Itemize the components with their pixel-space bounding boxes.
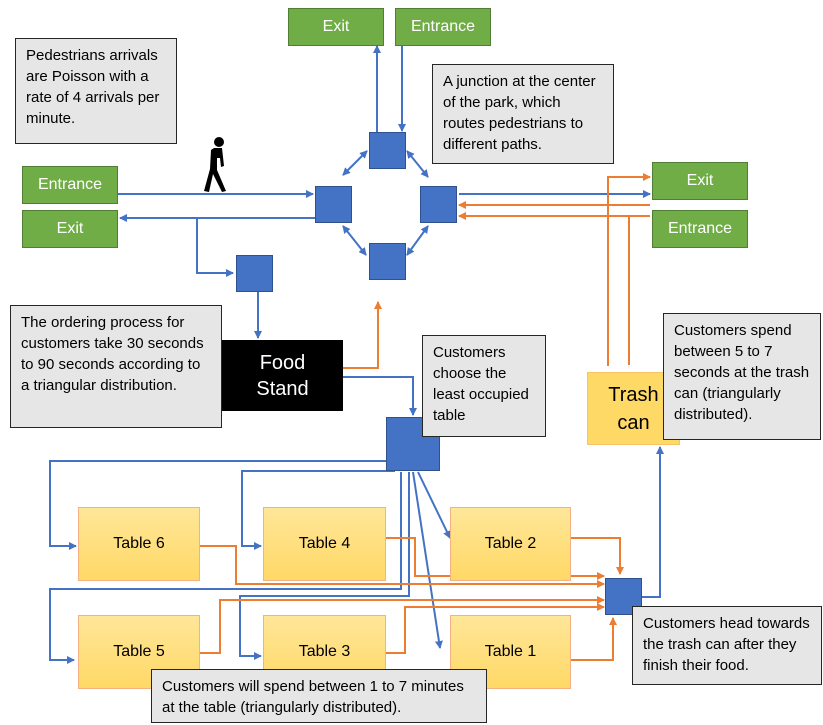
right-entrance-label: Entrance [667, 220, 733, 237]
collector-to-trash-arrow [642, 446, 664, 598]
left-exit-box: Exit [22, 210, 118, 248]
arrivals-note: Pedestrians arrivals are Poisson with a … [15, 38, 177, 144]
table-2-label: Table 2 [484, 535, 537, 552]
left-entrance-box: Entrance [22, 166, 118, 204]
to-queue-arrow [196, 218, 234, 277]
choose-table-note-text: Customers choose the least occupied tabl… [433, 344, 529, 424]
router-to-table5-arrow [49, 472, 402, 664]
table-4-label: Table 4 [298, 535, 351, 552]
left-exit-label: Exit [56, 220, 84, 237]
right-exit-box: Exit [652, 162, 748, 200]
table-1-label: Table 1 [484, 643, 537, 660]
table-time-note-text: Customers will spend between 1 to 7 minu… [162, 678, 464, 716]
table-5-label: Table 5 [113, 643, 165, 660]
junction-note: A junction at the center of the park, wh… [432, 64, 614, 164]
trash-can-line2: can [617, 411, 650, 434]
table-time-note: Customers will spend between 1 to 7 minu… [151, 669, 487, 723]
food-stand: Food Stand [222, 340, 343, 411]
trash-time-note: Customers spend between 5 to 7 seconds a… [663, 313, 821, 440]
junction-node-bottom [369, 243, 406, 280]
table-2: Table 2 [450, 507, 571, 581]
table5-to-collector-arrow [200, 596, 605, 654]
table1-to-collector-arrow [571, 617, 617, 661]
arrivals-note-text: Pedestrians arrivals are Poisson with a … [26, 47, 160, 127]
table2-to-collector-arrow [571, 537, 624, 575]
junction-node-right [420, 186, 457, 223]
top-exit-label: Exit [322, 18, 350, 35]
right-entrance-box: Entrance [652, 210, 748, 248]
diag-bottom-right-arrow [406, 225, 429, 256]
top-entrance-box: Entrance [395, 8, 491, 46]
orange-flow-lines [200, 173, 651, 661]
choose-table-note: Customers choose the least occupied tabl… [422, 335, 546, 437]
trash-to-right-exit-arrow [607, 173, 651, 366]
trash-can-line1: Trash [608, 383, 659, 406]
junction-note-text: A junction at the center of the park, wh… [443, 73, 596, 153]
trash-time-note-text: Customers spend between 5 to 7 seconds a… [674, 322, 810, 423]
food-stand-line1: Food [259, 351, 306, 374]
diag-bottom-left-arrow [342, 225, 367, 256]
head-trash-note-text: Customers head towards the trash can aft… [643, 615, 810, 674]
diag-top-left-arrow [342, 150, 368, 176]
right-entrance-to-trash-line [628, 215, 650, 365]
router-to-table4-arrow [241, 470, 395, 550]
ordering-note: The ordering process for customers take … [10, 305, 222, 428]
food-stand-to-junction-arrow [343, 301, 382, 369]
food-stand-line2: Stand [256, 377, 309, 400]
top-entrance-label: Entrance [410, 18, 476, 35]
junction-node-top [369, 132, 406, 169]
junction-node-left [315, 186, 352, 223]
table-6: Table 6 [78, 507, 200, 581]
table6-to-collector-arrow [200, 545, 605, 588]
router-to-table1-arrow [412, 471, 443, 649]
right-exit-label: Exit [686, 172, 714, 189]
table-3-label: Table 3 [298, 643, 351, 660]
diag-top-right-arrow [406, 150, 429, 178]
food-stand-to-router-arrow [343, 376, 417, 416]
walking-person-icon [204, 137, 226, 192]
head-trash-note: Customers head towards the trash can aft… [632, 606, 822, 685]
router-to-table3-arrow [239, 472, 410, 660]
table-4: Table 4 [263, 507, 386, 581]
router-to-table2-arrow [417, 471, 451, 539]
blue-flow-lines [49, 45, 664, 664]
ordering-note-text: The ordering process for customers take … [21, 314, 204, 394]
router-to-table6-arrow [49, 460, 386, 550]
left-entrance-label: Entrance [37, 176, 103, 193]
table3-to-collector-arrow [386, 603, 605, 654]
top-exit-box: Exit [288, 8, 384, 46]
food-queue-node [236, 255, 273, 292]
table-6-label: Table 6 [113, 535, 165, 552]
